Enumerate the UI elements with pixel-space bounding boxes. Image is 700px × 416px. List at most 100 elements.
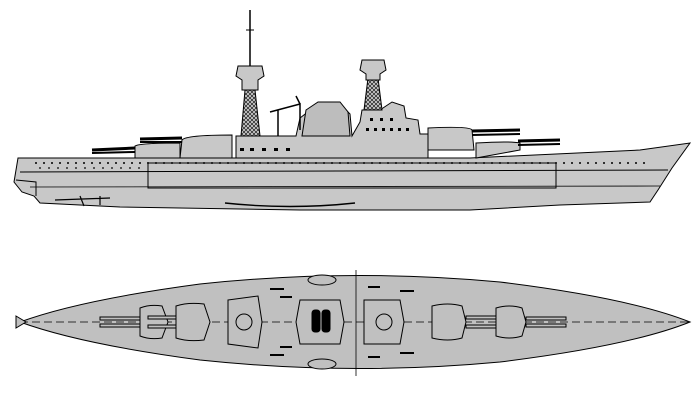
forward-mast-foot <box>375 313 393 331</box>
porthole <box>227 162 229 164</box>
porthole <box>267 162 269 164</box>
forward-cage-mast <box>363 77 383 111</box>
porthole <box>523 162 525 164</box>
secondary-battery <box>270 286 414 358</box>
porthole <box>123 162 125 164</box>
aft-turret-4 <box>179 134 233 159</box>
porthole <box>571 162 573 164</box>
porthole <box>131 162 133 164</box>
porthole <box>443 162 445 164</box>
porthole <box>35 162 37 164</box>
porthole <box>219 162 221 164</box>
gun-barrel <box>517 143 561 146</box>
gun-barrel <box>91 151 136 154</box>
porthole <box>66 167 68 169</box>
side-elevation-view <box>13 10 692 211</box>
plan-view <box>15 270 692 376</box>
porthole <box>211 162 213 164</box>
gun-barrel <box>471 128 521 133</box>
porthole <box>635 162 637 164</box>
aft-mast-top <box>235 65 265 91</box>
porthole <box>395 162 397 164</box>
lower-hull-line <box>29 185 661 188</box>
porthole <box>483 162 485 164</box>
porthole <box>339 162 341 164</box>
porthole <box>283 162 285 164</box>
porthole <box>171 162 173 164</box>
porthole <box>627 162 629 164</box>
porthole <box>371 162 373 164</box>
porthole <box>411 162 413 164</box>
gun-barrel <box>517 138 561 143</box>
porthole <box>67 162 69 164</box>
porthole <box>120 167 122 169</box>
porthole <box>251 162 253 164</box>
porthole <box>507 162 509 164</box>
porthole <box>275 162 277 164</box>
porthole <box>547 162 549 164</box>
porthole <box>147 162 149 164</box>
porthole-row-upper <box>35 162 645 164</box>
porthole <box>611 162 613 164</box>
porthole <box>491 162 493 164</box>
porthole <box>579 162 581 164</box>
porthole <box>99 162 101 164</box>
fwd-turret-2 <box>427 126 475 158</box>
porthole <box>203 162 205 164</box>
aft-mast-foot <box>235 313 253 331</box>
stern-detail <box>15 179 37 196</box>
porthole <box>48 167 50 169</box>
porthole-row-lower <box>39 167 140 169</box>
porthole <box>427 162 429 164</box>
gun-barrel <box>139 136 183 141</box>
porthole <box>531 162 533 164</box>
stern-detail-plan <box>15 315 27 329</box>
porthole <box>403 162 405 164</box>
porthole <box>595 162 597 164</box>
funnel <box>301 101 351 137</box>
porthole <box>331 162 333 164</box>
porthole <box>59 162 61 164</box>
aft-turret-3-plan <box>99 304 169 340</box>
fwd-turret-1 <box>475 141 521 159</box>
porthole <box>603 162 605 164</box>
porthole <box>347 162 349 164</box>
boat <box>307 358 337 370</box>
porthole <box>51 162 53 164</box>
funnel-uptake <box>311 309 321 333</box>
porthole <box>107 162 109 164</box>
porthole <box>643 162 645 164</box>
porthole <box>138 167 140 169</box>
porthole <box>291 162 293 164</box>
porthole <box>451 162 453 164</box>
porthole <box>419 162 421 164</box>
porthole <box>195 162 197 164</box>
porthole <box>111 167 113 169</box>
porthole <box>307 162 309 164</box>
porthole <box>387 162 389 164</box>
porthole <box>379 162 381 164</box>
porthole <box>435 162 437 164</box>
porthole <box>563 162 565 164</box>
porthole <box>467 162 469 164</box>
porthole <box>515 162 517 164</box>
porthole <box>129 167 131 169</box>
porthole <box>93 167 95 169</box>
porthole <box>619 162 621 164</box>
porthole <box>155 162 157 164</box>
porthole <box>459 162 461 164</box>
propeller-shaft <box>54 195 111 207</box>
funnel-uptake <box>321 309 331 333</box>
porthole <box>39 167 41 169</box>
boat-crane <box>269 95 301 136</box>
bilge-keel <box>224 202 356 208</box>
aft-turret-3 <box>134 142 181 159</box>
armor-belt <box>147 162 557 189</box>
hull-outline-plan <box>18 274 692 370</box>
aft-cage-mast <box>240 89 261 137</box>
porthole <box>102 167 104 169</box>
superstructure-windows <box>240 118 409 151</box>
boat <box>307 274 337 286</box>
